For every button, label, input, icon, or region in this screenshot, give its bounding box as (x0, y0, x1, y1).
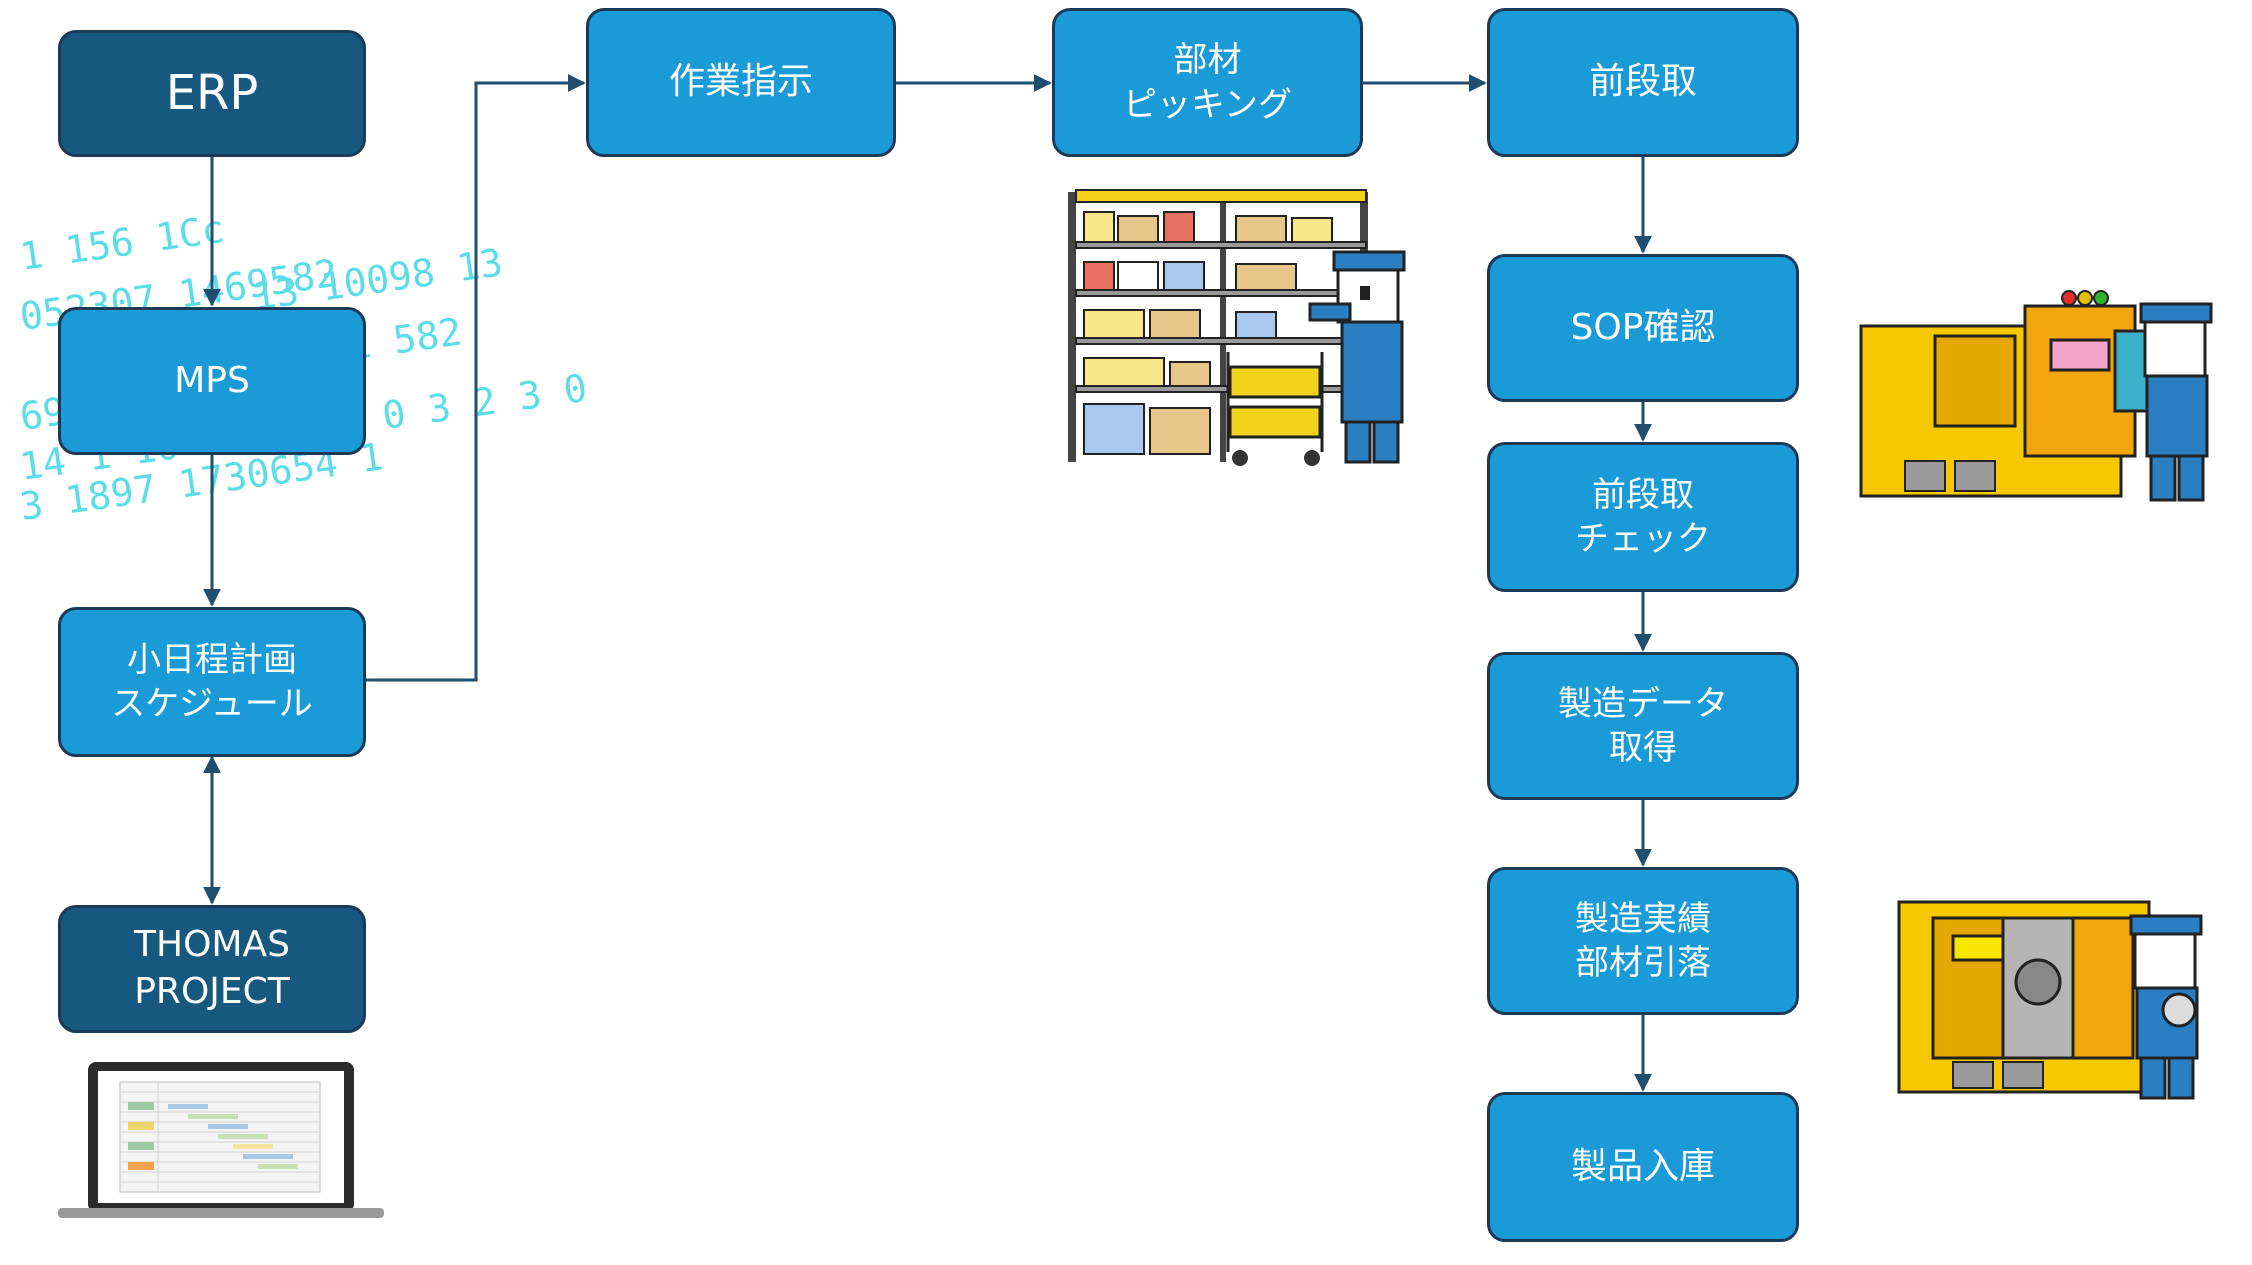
cnc-machine-operator-icon (1859, 290, 2213, 502)
thomas-label-line2: PROJECT (134, 971, 290, 1012)
schedule-label-line2: スケジュール (111, 684, 313, 724)
erp-node: ERP (58, 30, 366, 157)
picking-label-line2: ピッキング (1123, 84, 1292, 125)
laptop-gantt-icon (58, 1062, 384, 1218)
setup-check-label-line1: 前段取 (1592, 474, 1694, 515)
setup-node: 前段取 (1487, 8, 1799, 157)
erp-label: ERP (165, 65, 259, 122)
schedule-label-line1: 小日程計画 (127, 639, 297, 680)
setup-check-node: 前段取 チェック (1487, 442, 1799, 592)
cnc-machine-part-icon (1897, 900, 2203, 1100)
work-order-label: 作業指示 (668, 61, 813, 103)
storage-label: 製品入庫 (1570, 1145, 1715, 1187)
mps-node: MPS (58, 307, 366, 455)
mps-label: MPS (174, 359, 250, 401)
data-collect-label-line2: 取得 (1609, 728, 1677, 768)
thomas-label-line1: THOMAS (134, 924, 290, 966)
data-collect-node: 製造データ 取得 (1487, 652, 1799, 800)
picking-node: 部材 ピッキング (1052, 8, 1363, 157)
data-collect-label-line1: 製造データ (1558, 683, 1728, 724)
sop-label: SOP確認 (1570, 306, 1716, 348)
storage-node: 製品入庫 (1487, 1092, 1799, 1242)
arrow-schedule-workorder (366, 74, 586, 682)
results-label-line1: 製造実績 (1575, 898, 1711, 939)
sop-node: SOP確認 (1487, 254, 1799, 402)
work-order-node: 作業指示 (586, 8, 896, 157)
warehouse-shelf-worker-icon (1068, 189, 1406, 466)
setup-check-label-line2: チェック (1575, 519, 1711, 559)
thomas-project-node: THOMAS PROJECT (58, 905, 366, 1033)
picking-label-line1: 部材 (1173, 40, 1242, 81)
schedule-node: 小日程計画 スケジュール (58, 607, 366, 757)
setup-label: 前段取 (1588, 61, 1697, 103)
results-label-line2: 部材引落 (1575, 943, 1711, 983)
results-node: 製造実績 部材引落 (1487, 867, 1799, 1015)
